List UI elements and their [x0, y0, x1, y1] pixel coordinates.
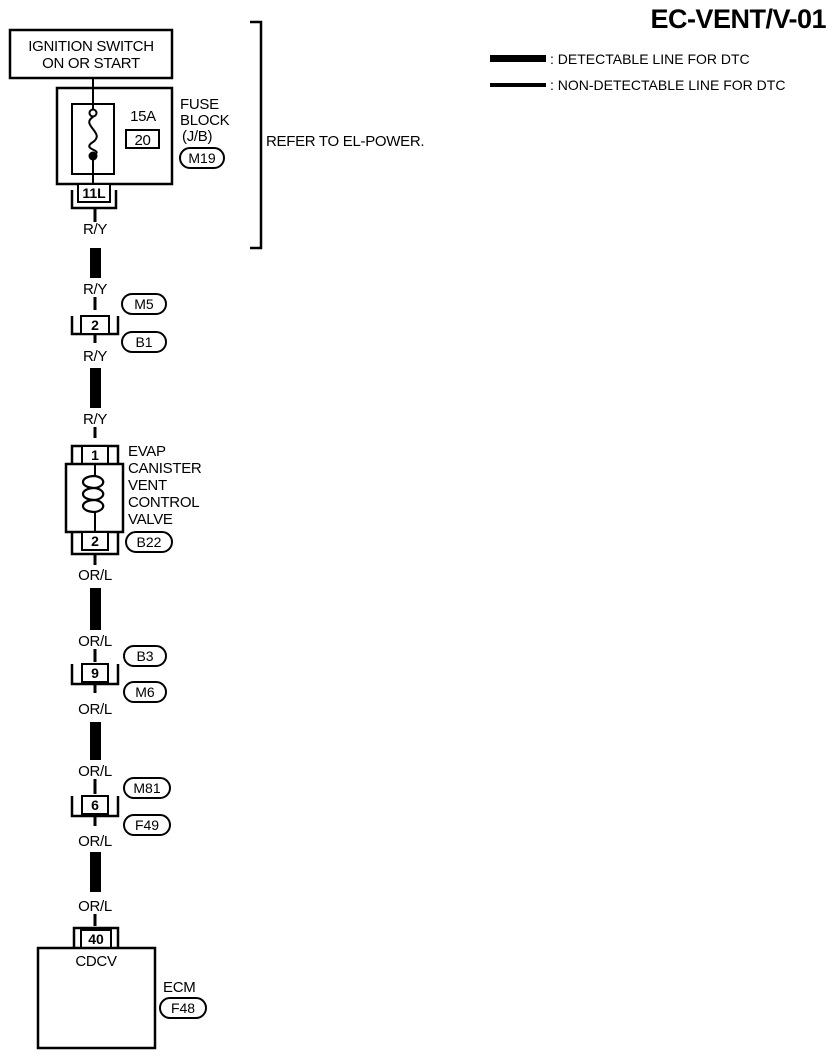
ecm-pin-name: CDCV	[75, 953, 117, 970]
ecm-connector: F48	[159, 997, 207, 1019]
joint-connector-2: 9	[70, 663, 120, 693]
fuse-number: 20	[134, 132, 150, 149]
ignition-switch: IGNITION SWITCH ON OR START	[8, 28, 174, 80]
fuse-block-terminal: 11L	[70, 183, 118, 210]
fuse-block-name-line1: FUSE	[180, 96, 219, 113]
svg-text:2: 2	[91, 317, 99, 333]
vent-valve-name-5: VALVE	[128, 511, 173, 528]
ignition-switch-line2: ON OR START	[42, 55, 140, 72]
non-detectable-line-swatch	[490, 83, 546, 87]
vent-valve-name-4: CONTROL	[128, 494, 199, 511]
joint-2-connector-top: B3	[123, 645, 167, 667]
vent-valve-name-3: VENT	[128, 477, 167, 494]
ecm-box: CDCV	[36, 946, 157, 1050]
joint-connector-3: 6	[70, 795, 120, 826]
fuse-block-name-line3: (J/B)	[182, 128, 212, 145]
joint-3-connector-top: M81	[123, 777, 171, 799]
vent-control-valve: 1 2	[64, 444, 125, 556]
wire-label-orl-1: OR/L	[78, 567, 112, 584]
svg-text:9: 9	[91, 665, 99, 681]
wire-segment-3	[90, 588, 101, 630]
wire-label-ry-3: R/Y	[83, 348, 107, 365]
svg-text:M5: M5	[134, 296, 154, 312]
legend-non-detectable-label: : NON-DETECTABLE LINE FOR DTC	[550, 77, 785, 93]
joint-1-connector-top: M5	[121, 293, 167, 315]
fuse-amp: 15A	[130, 108, 156, 125]
fuse-block-name-line2: BLOCK	[180, 112, 230, 129]
wire-label-orl-4: OR/L	[78, 763, 112, 780]
vent-valve-name-2: CANISTER	[128, 460, 202, 477]
wire-label-orl-3: OR/L	[78, 701, 112, 718]
refer-note: REFER TO EL-POWER.	[266, 133, 424, 150]
wire-label-orl-5: OR/L	[78, 833, 112, 850]
refer-bracket	[250, 20, 263, 250]
svg-text:B22: B22	[137, 534, 162, 550]
solenoid-coil-icon	[81, 474, 96, 514]
vent-valve-terminal-bottom: 2	[91, 533, 99, 549]
wire-label-ry-1: R/Y	[83, 221, 107, 238]
wire-label-ry-2: R/Y	[83, 281, 107, 298]
joint-3-connector-bottom: F49	[123, 814, 171, 836]
ignition-switch-line1: IGNITION SWITCH	[28, 38, 154, 55]
vent-valve-terminal-top: 1	[91, 447, 99, 463]
svg-text:6: 6	[91, 797, 99, 813]
svg-text:40: 40	[88, 931, 104, 947]
fuse-block-connector: M19	[179, 147, 225, 169]
legend: : DETECTABLE LINE FOR DTC : NON-DETECTAB…	[490, 51, 785, 93]
fuse-icon	[88, 116, 98, 156]
svg-text:B3: B3	[136, 648, 153, 664]
wire-segment-2	[90, 368, 101, 408]
wire-segment-1	[90, 248, 101, 278]
legend-detectable-label: : DETECTABLE LINE FOR DTC	[550, 51, 750, 67]
wire-label-ry-4: R/Y	[83, 411, 107, 428]
ecm-terminal: 40	[72, 926, 120, 949]
wire-segment-4	[90, 722, 101, 760]
svg-text:M6: M6	[135, 684, 155, 700]
wire-label-orl-2: OR/L	[78, 633, 112, 650]
ecm-name: ECM	[163, 979, 195, 996]
svg-text:B1: B1	[135, 334, 152, 350]
wire-label-orl-6: OR/L	[78, 898, 112, 915]
svg-text:F48: F48	[171, 1000, 195, 1016]
joint-connector-1: 2	[70, 315, 120, 343]
joint-2-connector-bottom: M6	[123, 681, 167, 703]
svg-text:M81: M81	[133, 780, 160, 796]
svg-text:M19: M19	[188, 150, 215, 166]
vent-valve-connector: B22	[125, 531, 173, 553]
diagram-title: EC-VENT/V-01	[650, 4, 826, 34]
vent-valve-name-1: EVAP	[128, 443, 166, 460]
svg-text:11L: 11L	[82, 185, 106, 201]
wire-segment-5	[90, 852, 101, 892]
svg-text:F49: F49	[135, 817, 159, 833]
fuse-block: 15A 20	[55, 86, 174, 186]
joint-1-connector-bottom: B1	[121, 331, 167, 353]
detectable-line-swatch	[490, 55, 546, 62]
